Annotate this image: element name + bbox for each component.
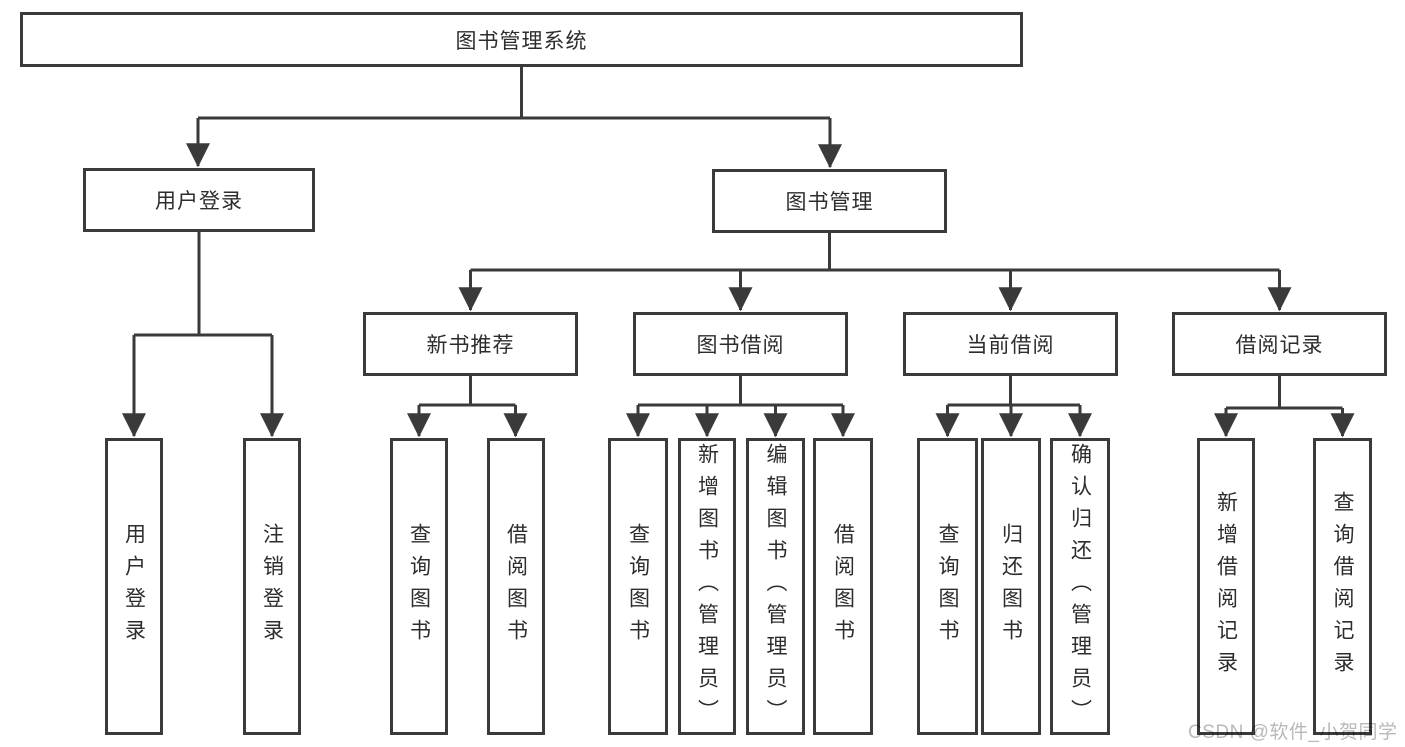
node-label: 图书管理系统 xyxy=(455,29,588,53)
leaf-borrow-books: 借阅图书 xyxy=(813,438,873,735)
leaf-label: 用户登录 xyxy=(122,522,146,651)
connector-records-to-leaves xyxy=(1214,376,1355,438)
leaf-query-books-borrowing: 查询图书 xyxy=(608,438,668,735)
leaf-query-books-current: 查询图书 xyxy=(917,438,978,735)
leaf-query-books-recommend: 查询图书 xyxy=(390,438,448,735)
leaf-label: 查询图书 xyxy=(936,522,959,651)
node-borrowing-records: 借阅记录 xyxy=(1172,312,1387,376)
leaf-label: 归还图书 xyxy=(999,522,1023,651)
leaf-label: 借阅图书 xyxy=(504,522,528,651)
connector-currentborrow-to-leaves xyxy=(935,376,1092,438)
connector-bookmgmt-to-level3 xyxy=(458,233,1292,312)
leaf-user-login: 用户登录 xyxy=(105,438,163,735)
leaf-label: 新增借阅记录 xyxy=(1214,490,1238,683)
leaf-label: 确认归还（管理员） xyxy=(1068,442,1092,731)
leaf-label: 查询图书 xyxy=(407,522,431,651)
leaf-query-borrow-record: 查询借阅记录 xyxy=(1313,438,1372,735)
leaf-return-books: 归还图书 xyxy=(981,438,1041,735)
node-current-borrowing: 当前借阅 xyxy=(903,312,1118,376)
leaf-logout: 注销登录 xyxy=(243,438,301,735)
leaf-edit-books-admin: 编辑图书（管理员） xyxy=(746,438,805,735)
connector-root-to-level2 xyxy=(186,67,842,169)
leaf-add-borrow-record: 新增借阅记录 xyxy=(1197,438,1255,735)
node-label: 用户登录 xyxy=(155,190,243,213)
node-label: 图书管理 xyxy=(785,191,874,214)
node-book-management: 图书管理 xyxy=(712,169,947,233)
leaf-label: 查询图书 xyxy=(626,522,650,651)
node-book-borrowing: 图书借阅 xyxy=(633,312,848,376)
leaf-label: 新增图书（管理员） xyxy=(695,442,719,731)
leaf-borrow-books-recommend: 借阅图书 xyxy=(487,438,545,735)
leaf-confirm-return-admin: 确认归还（管理员） xyxy=(1050,438,1110,735)
leaf-label: 注销登录 xyxy=(260,522,284,651)
leaf-label: 编辑图书（管理员） xyxy=(764,442,787,731)
leaf-label: 借阅图书 xyxy=(831,522,855,651)
leaf-label: 查询借阅记录 xyxy=(1331,490,1354,683)
node-library-management-system: 图书管理系统 xyxy=(20,12,1023,67)
node-label: 当前借阅 xyxy=(966,334,1055,357)
watermark: CSDN @软件_小贺同学 xyxy=(1188,722,1398,743)
connector-bookborrow-to-leaves xyxy=(626,376,855,438)
connector-newbook-to-leaves xyxy=(407,376,528,438)
node-label: 借阅记录 xyxy=(1235,334,1324,357)
connector-userlogin-to-leaves xyxy=(122,232,284,438)
leaf-add-books-admin: 新增图书（管理员） xyxy=(678,438,736,735)
node-new-book-recommendation: 新书推荐 xyxy=(363,312,578,376)
node-label: 新书推荐 xyxy=(426,334,515,357)
node-label: 图书借阅 xyxy=(696,334,785,357)
node-user-login: 用户登录 xyxy=(83,168,315,232)
